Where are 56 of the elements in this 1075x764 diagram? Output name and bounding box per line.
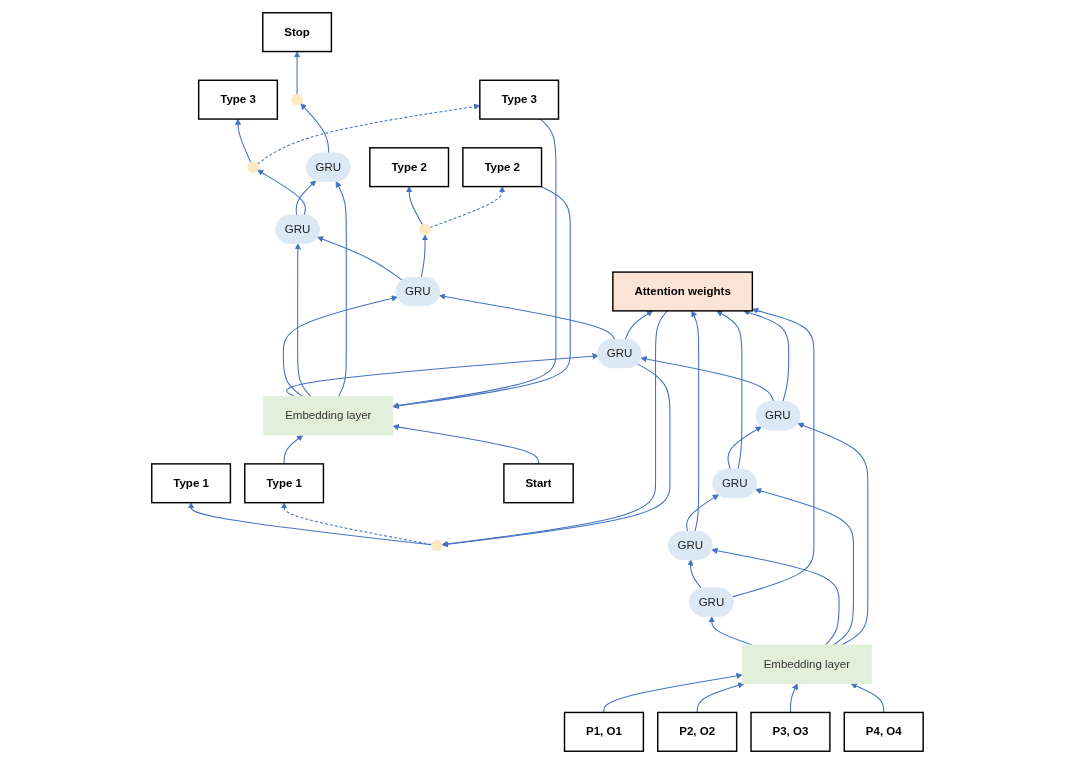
arrow: [624, 310, 653, 341]
node-box: Type 3: [479, 79, 560, 120]
arrow: [789, 683, 798, 713]
node-box: P4, O4: [843, 711, 924, 752]
arrow: [293, 51, 301, 95]
arrow: [603, 672, 743, 713]
node-box: Type 1: [151, 463, 232, 504]
arrow: [797, 422, 869, 646]
arrow: [392, 118, 557, 409]
node-box: P3, O3: [750, 711, 831, 752]
arrow: [234, 118, 252, 163]
arrow: [392, 186, 571, 410]
arrow: [429, 186, 506, 228]
node-box: Type 2: [462, 147, 543, 188]
arrow: [687, 559, 703, 590]
arrow: [286, 353, 599, 397]
arrow: [441, 363, 671, 548]
node-box: P1, O1: [563, 711, 645, 752]
node-circle: [247, 161, 259, 173]
node-circle: [431, 539, 443, 552]
node-box: Embedding layer: [263, 396, 394, 436]
arrow: [727, 426, 762, 471]
node-box: P2, O2: [657, 711, 738, 752]
node-circle: [419, 223, 431, 236]
arrow: [691, 310, 700, 533]
node-box: Type 1: [244, 463, 325, 504]
arrow: [439, 293, 616, 341]
arrow: [711, 547, 840, 646]
arrow: [743, 309, 790, 403]
arrow: [187, 502, 432, 546]
arrow: [686, 494, 719, 533]
arrow: [850, 683, 885, 713]
arrow: [420, 234, 429, 279]
node-box: Type 2: [369, 147, 450, 188]
arrow: [640, 356, 775, 403]
node-box: Type 3: [198, 79, 279, 120]
arrow: [317, 236, 404, 281]
arrow: [294, 243, 312, 397]
arrow: [731, 307, 815, 598]
node-box: Embedding layer: [741, 644, 872, 685]
node-circle: [291, 93, 303, 106]
node-box: Start: [503, 463, 574, 504]
arrow: [392, 423, 540, 465]
arrow: [696, 682, 745, 713]
arrow: [406, 186, 423, 226]
arrow: [295, 180, 317, 217]
arrow: [283, 434, 304, 465]
arrow: [257, 169, 307, 217]
arrow: [281, 502, 433, 545]
arrow: [716, 310, 743, 471]
node-box: Attention weights: [612, 271, 754, 312]
arrow: [755, 487, 855, 646]
node-box: Stop: [262, 12, 333, 53]
arrow: [300, 103, 330, 155]
arrow: [282, 295, 398, 397]
arrow: [335, 181, 347, 397]
